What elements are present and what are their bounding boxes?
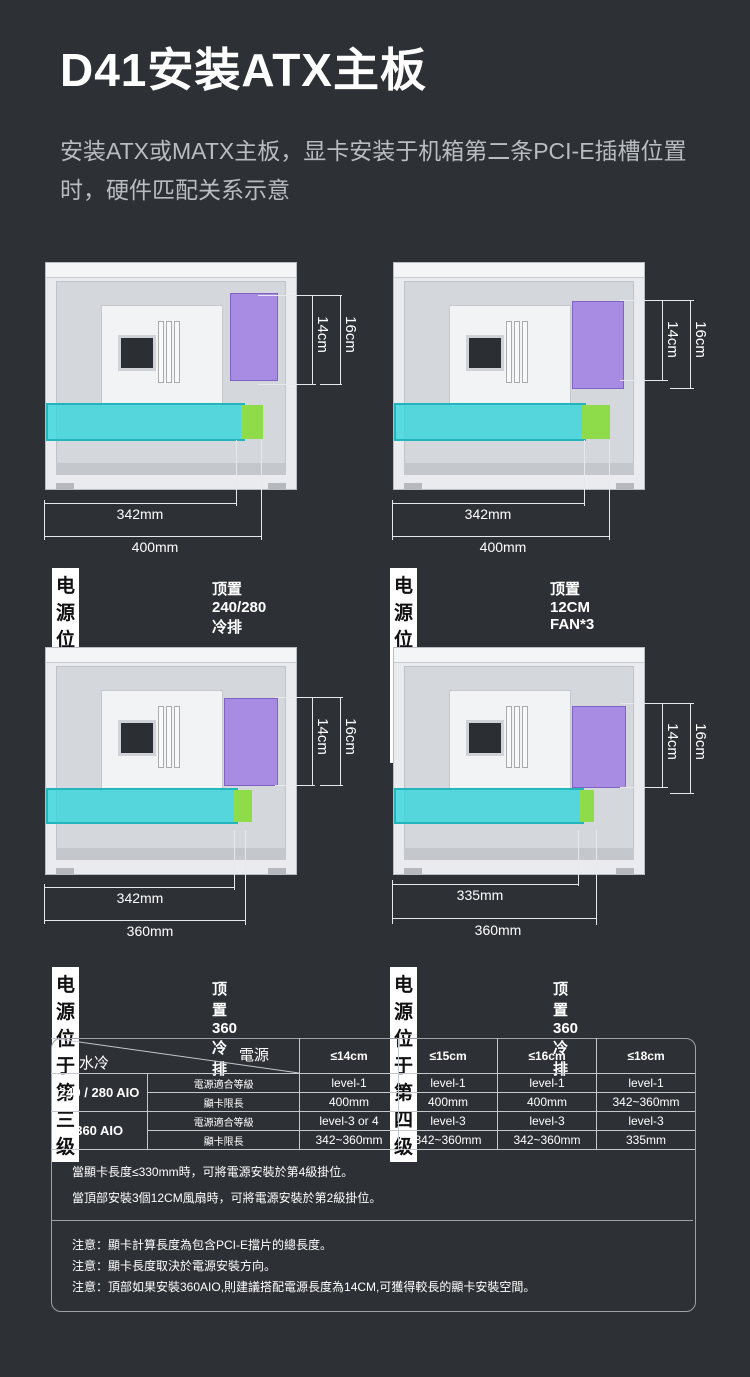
radiator-height-2: 16cm [691,723,709,760]
caution-note: 注意：頂部如果安裝360AIO,則建議搭配電源長度為14CM,可獲得較長的顯卡安… [72,1280,536,1294]
top-config-note: 顶置12CM FAN*3 [550,581,595,633]
row-label: 電源適合等級 [147,1073,300,1093]
top-config-note: 顶置240/280冷排 [212,581,267,636]
row-label: 顯卡限長 [147,1130,300,1150]
col-header: ≤18cm [596,1038,695,1074]
radiator-height-1: 14cm [663,321,681,358]
table-cell: 335mm [596,1130,695,1150]
table-cell: level-1 [497,1073,597,1093]
caution-note: 注意：顯卡計算長度為包含PCI-E擋片的總長度。 [72,1238,333,1252]
gpu-length-label: 342mm [116,890,164,906]
radiator-height-1: 14cm [663,723,681,760]
radiator [230,293,278,381]
radiator [572,301,624,389]
table-cell: 400mm [497,1092,597,1112]
table-cell: level-3 or 4 [299,1111,399,1131]
radiator-height-1: 14cm [313,718,331,755]
case-length-label: 360mm [126,923,174,939]
graphics-card [394,788,584,824]
case-diagram [45,647,297,875]
table-note: 當頂部安裝3個12CM風扇時，可將電源安裝於第2級掛位。 [72,1191,382,1205]
caution-note: 注意：顯卡長度取決於電源安裝方向。 [72,1259,277,1273]
radiator [572,706,626,788]
table-cell: 342~360mm [398,1130,498,1150]
col-header: ≤16cm [497,1038,597,1074]
table-cell: 400mm [398,1092,498,1112]
gpu-length-label: 335mm [456,887,504,903]
graphics-card [394,403,586,441]
gpu-length-label: 342mm [464,506,512,522]
table-cell: level-3 [596,1111,695,1131]
compatibility-table: 電源 水冷 ≤14cm ≤15cm ≤16cm ≤18cm 240 / 280 … [51,1038,695,1150]
graphics-card [46,403,245,441]
radiator-height-2: 16cm [341,718,359,755]
corner-aio-label: 水冷 [79,1055,110,1072]
row-label: 電源適合等級 [147,1111,300,1131]
graphics-card [46,788,238,824]
corner-psu-label: 電源 [238,1047,269,1064]
page-subtitle: 安装ATX或MATX主板，显卡安装于机箱第二条PCI-E插槽位置时，硬件匹配关系… [60,138,687,203]
row-label: 顯卡限長 [147,1092,300,1112]
table-corner-cell: 電源 水冷 [51,1038,300,1074]
radiator-height-2: 16cm [691,321,709,358]
table-cell: level-1 [299,1073,399,1093]
table-cell: level-3 [398,1111,498,1131]
table-cell: level-1 [596,1073,695,1093]
col-header: ≤14cm [299,1038,399,1074]
table-divider [52,1220,693,1221]
row-group-label: 360 AIO [51,1111,149,1150]
table-cell: 342~360mm [497,1130,597,1150]
page-title: D41安装ATX主板 [60,44,427,96]
table-cell: 342~360mm [596,1092,695,1112]
case-length-label: 360mm [474,922,522,938]
gpu-length-label: 342mm [116,506,164,522]
case-diagram [45,262,297,490]
table-note: 當顯卡長度≤330mm時，可將電源安裝於第4級掛位。 [72,1165,354,1179]
case-length-label: 400mm [131,539,179,555]
col-header: ≤15cm [398,1038,498,1074]
radiator [224,698,278,786]
case-length-label: 400mm [479,539,527,555]
row-group-label: 240 / 280 AIO [51,1073,149,1112]
table-cell: 400mm [299,1092,399,1112]
radiator-height-1: 14cm [313,316,331,353]
table-cell: level-1 [398,1073,498,1093]
table-cell: 342~360mm [299,1130,399,1150]
radiator-height-2: 16cm [341,316,359,353]
case-diagram [393,647,645,875]
case-diagram [393,262,645,490]
table-cell: level-3 [497,1111,597,1131]
